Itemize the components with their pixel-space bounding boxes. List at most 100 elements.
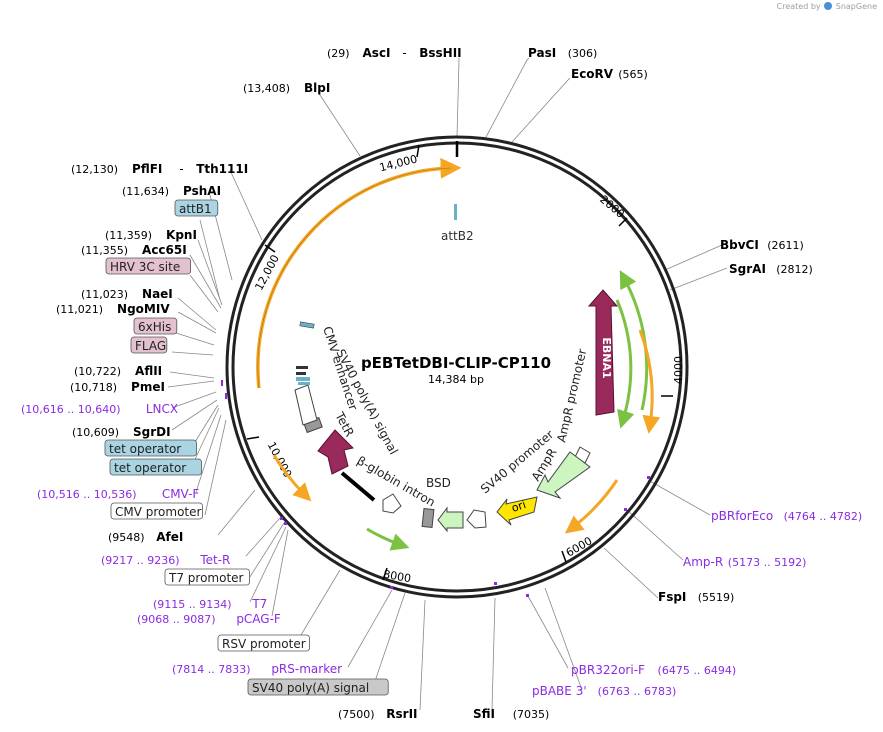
name-afei: AfeI: [156, 530, 183, 544]
label-aflii: (10,722) AflII: [74, 364, 162, 378]
label-lncx: (10,616 .. 10,640)LNCX: [21, 402, 178, 416]
name-pflfi: -: [179, 162, 183, 176]
label-rsrii: (7500) RsrII: [338, 707, 418, 721]
position-sgrdi: (10,609): [72, 426, 119, 439]
feature-box-label: tet operator: [114, 461, 186, 475]
label-ecorv: EcoRV (565): [571, 67, 648, 81]
tick-10000: 10,000: [265, 440, 295, 480]
position-pasi: (306): [568, 47, 598, 60]
feature-box-label: HRV 3C site: [110, 260, 180, 274]
label-asci: (29)AscI-BssHII: [327, 46, 462, 60]
name-lncx: LNCX: [146, 402, 178, 416]
orange-arc-bottom-right: [564, 479, 619, 534]
position-pflfi: (12,130): [71, 163, 118, 176]
name-cmvf: CMV-F: [162, 487, 200, 501]
label-sgrai: SgrAI(2812): [729, 262, 813, 276]
snapgene-credit: Created by SnapGene: [777, 2, 877, 11]
feature-box: [174, 199, 219, 217]
ticks: [246, 144, 673, 581]
position-acc65i: (11,355): [81, 244, 128, 257]
feature-box-label: FLAG: [135, 339, 166, 353]
label-afei: (9548) AfeI: [108, 530, 183, 544]
name-pshai: PshAI: [183, 184, 221, 198]
position-pbrforeco: (4764 .. 4782): [784, 510, 863, 523]
name-naei: NaeI: [142, 287, 173, 301]
position-sfii: (7035): [513, 708, 550, 721]
label-rsvprom: RSV promoter: [217, 634, 310, 652]
position-ampr: (5173 .. 5192): [728, 556, 807, 569]
name-pflfi: PflFI: [132, 162, 162, 176]
label-pshai: (11,634) PshAI: [122, 184, 221, 198]
position-rsrii: (7500): [338, 708, 375, 721]
label-sv40pa: SV40 poly(A) signal: [247, 678, 389, 696]
feature-box: [105, 257, 191, 275]
position-prsmarker: (7814 .. 7833): [172, 663, 251, 676]
label-attb1: attB1: [174, 199, 219, 217]
position-aflii: (10,722): [74, 365, 121, 378]
credit-prefix: Created by: [776, 2, 821, 11]
label-pbrforeco: pBRforEco (4764 .. 4782): [711, 509, 862, 523]
feature-box-label: 6xHis: [138, 320, 171, 334]
label-sfii: SfiI(7035): [473, 707, 549, 721]
tetr-arrow: [317, 429, 354, 475]
feature-box: [110, 502, 203, 520]
name-blpi: BlpI: [304, 81, 330, 95]
label-hrv: HRV 3C site: [105, 257, 191, 275]
position-asci: (29): [327, 47, 350, 60]
green-arc-bottom: [366, 527, 410, 551]
orange-arc-left-bottom: [272, 454, 312, 502]
label-naei: (11,023) NaeI: [81, 287, 173, 301]
name-pcagf: pCAG-F: [236, 612, 281, 626]
ebna1-label: EBNA1: [600, 337, 613, 378]
plasmid-size: 14,384 bp: [428, 373, 484, 386]
name-aflii: AflII: [135, 364, 162, 378]
position-pshai: (11,634): [122, 185, 169, 198]
label-fspi: FspI(5519): [658, 590, 734, 604]
position-blpi: (13,408): [243, 82, 290, 95]
position-naei: (11,023): [81, 288, 128, 301]
feature-box-label: CMV promoter: [115, 505, 202, 519]
label-t7prom: T7 promoter: [164, 568, 250, 586]
feature-box: [247, 678, 389, 696]
name-pbrforeco: pBRforEco: [711, 509, 773, 523]
name-acc65i: Acc65I: [142, 243, 187, 257]
cmv-white-arrow: [294, 384, 318, 426]
plasmid-name: pEBTetDBI-CLIP-CP110: [361, 354, 551, 372]
orange-arc-right: [638, 329, 661, 434]
feature-box-label: attB1: [179, 202, 212, 216]
name-prsmarker: pRS-marker: [271, 662, 342, 676]
feature-box: [133, 317, 178, 335]
name-ngomiv: NgoMIV: [117, 302, 170, 316]
position-pbr322: (6475 .. 6494): [658, 664, 737, 677]
name-tetr: Tet-R: [199, 553, 230, 567]
name-asci: BssHII: [419, 46, 461, 60]
name-pmei: PmeI: [131, 380, 165, 394]
attb2-label: attB2: [441, 229, 474, 243]
green-arc-right-2: [615, 299, 635, 429]
position-pbabe: (6763 .. 6783): [598, 685, 677, 698]
label-cmvf: (10,516 .. 10,536)CMV-F: [37, 487, 199, 501]
position-afei: (9548): [108, 531, 145, 544]
bglobin-bar: [340, 471, 376, 502]
name-rsrii: RsrII: [386, 707, 417, 721]
name-ecorv: EcoRV: [571, 67, 614, 81]
position-pcagf: (9068 .. 9087): [137, 613, 216, 626]
tick-12000: 12,000: [252, 253, 282, 293]
position-ecorv: (565): [618, 68, 648, 81]
label-t7: (9115 .. 9134)T7: [153, 597, 267, 611]
position-tetr: (9217 .. 9236): [101, 554, 180, 567]
label-pflfi: (12,130)PflFI-Tth111I: [71, 162, 248, 176]
label-tetop1: tet operator: [104, 439, 197, 457]
attb2-marker: [454, 204, 457, 220]
name-pbr322: pBR322ori-F: [571, 663, 645, 677]
name-kpni: KpnI: [166, 228, 197, 242]
name-pbabe: pBABE 3': [532, 684, 587, 698]
bsd-label: BSD: [426, 476, 451, 490]
feature-box-label: SV40 poly(A) signal: [252, 681, 369, 695]
feature-box: [104, 439, 197, 457]
snapgene-logo-icon: [824, 2, 833, 10]
ori-arrow: [496, 496, 538, 526]
position-ngomiv: (11,021): [56, 303, 103, 316]
feature-box: [217, 634, 310, 652]
